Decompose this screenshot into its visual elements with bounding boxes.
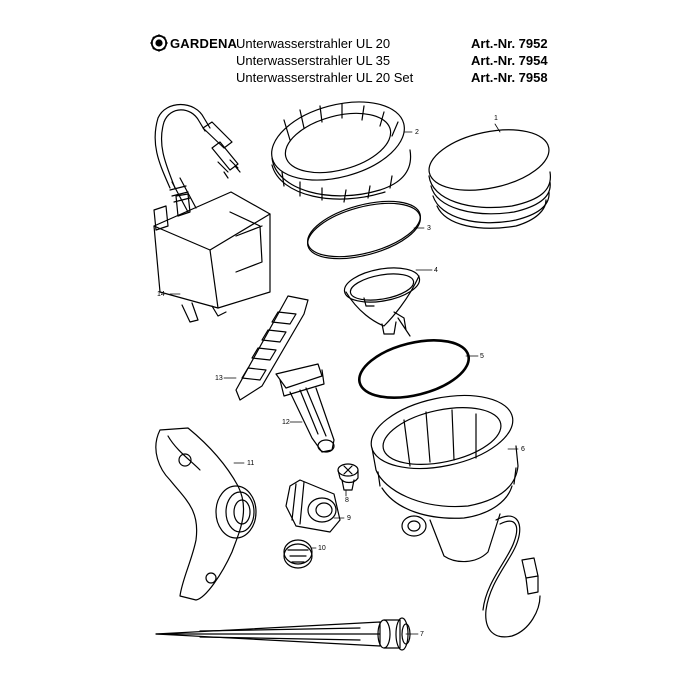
part-3-glass-disc xyxy=(307,200,421,260)
gardena-logo-icon xyxy=(150,34,168,52)
part-8-screw xyxy=(337,463,359,491)
part-6-housing xyxy=(370,394,541,638)
part-2-threaded-ring xyxy=(271,101,412,203)
article-numbers: Art.-Nr. 7952 Art.-Nr. 7954 Art.-Nr. 795… xyxy=(471,35,548,86)
part-2-label: 2 xyxy=(415,129,419,136)
part-11-label: 11 xyxy=(247,460,254,467)
part-4-reflector-lamp xyxy=(343,267,421,337)
article-number: Art.-Nr. 7952 xyxy=(471,36,548,51)
part-13-bracket xyxy=(235,295,309,401)
product-names: Unterwasserstrahler UL 20 Unterwasserstr… xyxy=(236,35,413,86)
article-number: Art.-Nr. 7954 xyxy=(471,53,548,68)
part-5-o-ring xyxy=(358,339,470,399)
part-1-label: 1 xyxy=(494,115,498,122)
part-4-label: 4 xyxy=(434,267,438,274)
part-7-label: 7 xyxy=(420,631,424,638)
product-name: Unterwasserstrahler UL 35 xyxy=(236,53,391,68)
article-number: Art.-Nr. 7958 xyxy=(471,70,548,85)
brand-logo: GARDENA xyxy=(150,34,237,52)
part-6-label: 6 xyxy=(521,446,525,453)
part-7-ground-spike xyxy=(155,617,411,651)
part-8-label: 8 xyxy=(345,497,349,504)
part-1-cover-cap xyxy=(428,129,551,229)
part-11-mounting-bracket xyxy=(155,427,257,601)
part-14-transformer xyxy=(153,104,271,323)
part-9-swivel-joint xyxy=(285,479,341,533)
part-13-label: 13 xyxy=(215,375,223,382)
part-9-label: 9 xyxy=(347,515,351,522)
part-10-label: 10 xyxy=(318,545,326,552)
part-3-label: 3 xyxy=(427,225,431,232)
page-header: GARDENA Unterwasserstrahler UL 20 Unterw… xyxy=(0,0,700,100)
part-10-knob xyxy=(283,539,313,569)
part-14-label: 14 xyxy=(157,291,165,298)
brand-name: GARDENA xyxy=(170,35,238,51)
product-name: Unterwasserstrahler UL 20 Set xyxy=(236,70,414,85)
part-1-leader xyxy=(494,123,501,133)
product-name: Unterwasserstrahler UL 20 xyxy=(236,36,391,51)
part-12-spike-holder xyxy=(275,363,335,453)
part-5-label: 5 xyxy=(480,353,484,360)
part-12-label: 12 xyxy=(282,419,290,426)
